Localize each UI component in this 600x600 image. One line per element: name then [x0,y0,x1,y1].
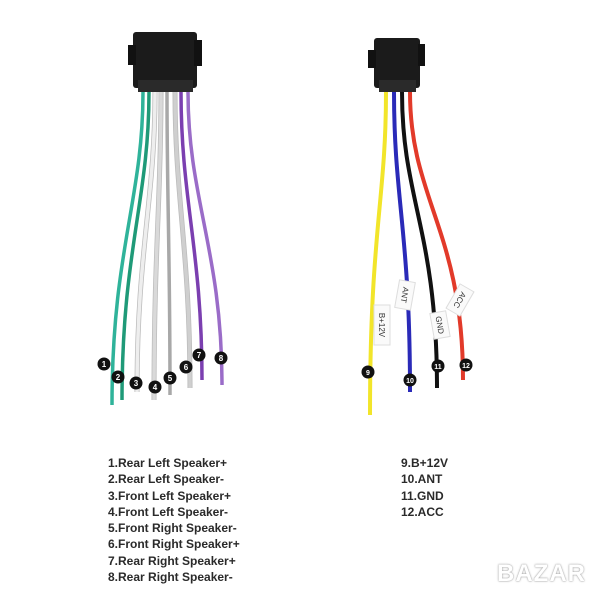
legend-item: 10.ANT [401,472,443,487]
wire-marker-7: 7 [192,348,206,362]
wire-marker-9: 9 [361,365,375,379]
wire-marker-4: 4 [148,380,162,394]
svg-text:7: 7 [197,351,202,360]
svg-text:1: 1 [102,360,107,369]
wire-tag-ant: ANT [394,279,416,311]
legend-left: 1.Rear Left Speaker+ 2.Rear Left Speaker… [108,455,240,585]
svg-text:11: 11 [434,364,442,371]
svg-text:6: 6 [184,363,189,372]
svg-text:5: 5 [168,374,173,383]
wire-8 [186,91,224,386]
legend-item: 11.GND [401,488,444,503]
svg-text:9: 9 [366,370,370,377]
watermark-logo: BAZAR [497,560,586,587]
legend-item: 3.Front Left Speaker+ [108,488,232,503]
right-connector [368,38,425,92]
wire-marker-2: 2 [111,370,125,384]
wire-5 [165,91,172,396]
wire-marker-5: 5 [163,371,177,385]
wire-9 [368,91,388,416]
wire-marker-10: 10 [403,373,417,387]
wire-tag-acc: ACC [445,283,475,317]
wire-1 [110,91,145,406]
wire-marker-8: 8 [214,351,228,365]
wire-2 [120,91,151,401]
svg-text:B+12V: B+12V [377,313,386,338]
wire-4 [152,91,163,401]
legend-item: 6.Front Right Speaker+ [108,537,240,552]
wire-6 [173,91,192,389]
wire-3 [135,91,157,393]
wire-12 [408,91,465,381]
legend-item: 2.Rear Left Speaker- [108,472,225,487]
svg-text:4: 4 [153,383,158,392]
wire-marker-6: 6 [179,360,193,374]
svg-text:3: 3 [134,379,139,388]
left-connector [128,32,202,92]
wire-tag-b12v: B+12V [373,304,391,346]
legend-item: 12.ACC [401,504,444,519]
wire-marker-11: 11 [431,359,445,373]
wire-7 [179,91,204,381]
svg-text:2: 2 [116,373,121,382]
legend-item: 9.B+12V [401,456,449,470]
svg-text:GND: GND [434,316,446,335]
svg-text:12: 12 [462,363,470,370]
svg-text:10: 10 [406,378,414,385]
wire-tag-gnd: GND [429,310,451,340]
legend-item: 5.Front Right Speaker- [108,521,237,536]
legend-right: 9.B+12V 10.ANT 11.GND 12.ACC [401,455,448,520]
wire-marker-1: 1 [97,357,111,371]
legend-item: 8.Rear Right Speaker- [108,570,233,585]
legend-item: 7.Rear Right Speaker+ [108,553,236,568]
legend-item: 4.Front Left Speaker- [108,504,229,519]
wire-11 [400,91,439,389]
wire-10 [392,91,412,393]
svg-text:ANT: ANT [399,286,411,303]
wire-marker-12: 12 [459,358,473,372]
legend-item: 1.Rear Left Speaker+ [108,456,228,470]
wire-marker-3: 3 [129,376,143,390]
svg-text:8: 8 [219,354,224,363]
